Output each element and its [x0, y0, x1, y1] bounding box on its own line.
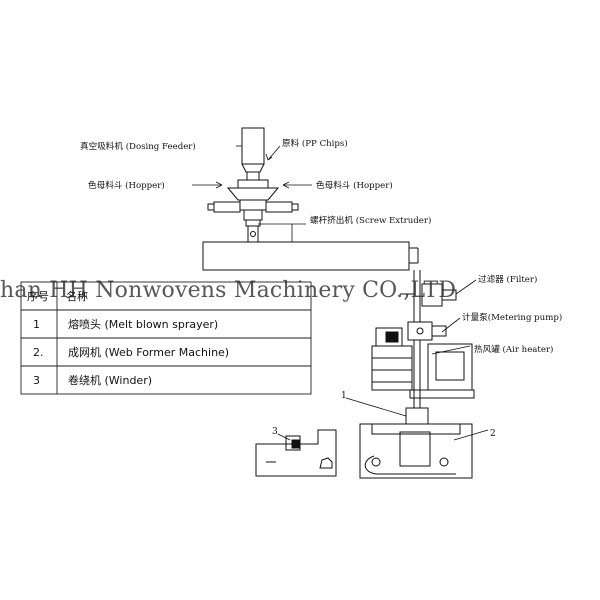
- label-hopper-left: 色母料斗 (Hopper): [88, 179, 165, 191]
- table-row-2-number: 2.: [33, 346, 44, 359]
- label-pp-chips: 原料 (PP Chips): [282, 137, 348, 149]
- label-air-heater: 热风罐 (Air heater): [474, 343, 553, 355]
- filter-unit: [400, 283, 457, 307]
- air-heater-unit: [371, 327, 475, 408]
- label-hopper-right: 色母料斗 (Hopper): [316, 179, 393, 191]
- label-screw-extruder: 螺杆挤出机 (Screw Extruder): [310, 214, 431, 226]
- label-dosing-feeder: 真空吸料机 (Dosing Feeder): [80, 140, 196, 152]
- callout-1: 1: [341, 391, 347, 401]
- table-header-number: 序号: [27, 289, 49, 303]
- winder-machine: [255, 429, 337, 477]
- metering-pump-unit: [407, 321, 447, 341]
- callout-2: 2: [490, 429, 496, 439]
- web-former-machine: [359, 407, 473, 479]
- table-row-2-name: 成网机 (Web Former Machine): [68, 345, 229, 359]
- table-header-name: 名称: [66, 289, 88, 303]
- table-row-3-name: 卷绕机 (Winder): [68, 373, 152, 387]
- hopper-body: [207, 179, 299, 243]
- table-row-3-number: 3: [33, 374, 40, 387]
- label-metering-pump: 计量泵(Metering pump): [462, 311, 562, 323]
- table-row-1-number: 1: [33, 318, 40, 331]
- callout-3: 3: [272, 427, 278, 437]
- screw-extruder: [202, 241, 419, 271]
- leader-lines: [192, 145, 489, 441]
- label-filter: 过滤器 (Filter): [478, 273, 537, 285]
- parts-table: 序号 名称 1 熔喷头 (Melt blown sprayer) 2. 成网机 …: [20, 281, 312, 395]
- table-row-1-name: 熔喷头 (Melt blown sprayer): [68, 317, 218, 331]
- dosing-feeder-unit: [241, 127, 265, 181]
